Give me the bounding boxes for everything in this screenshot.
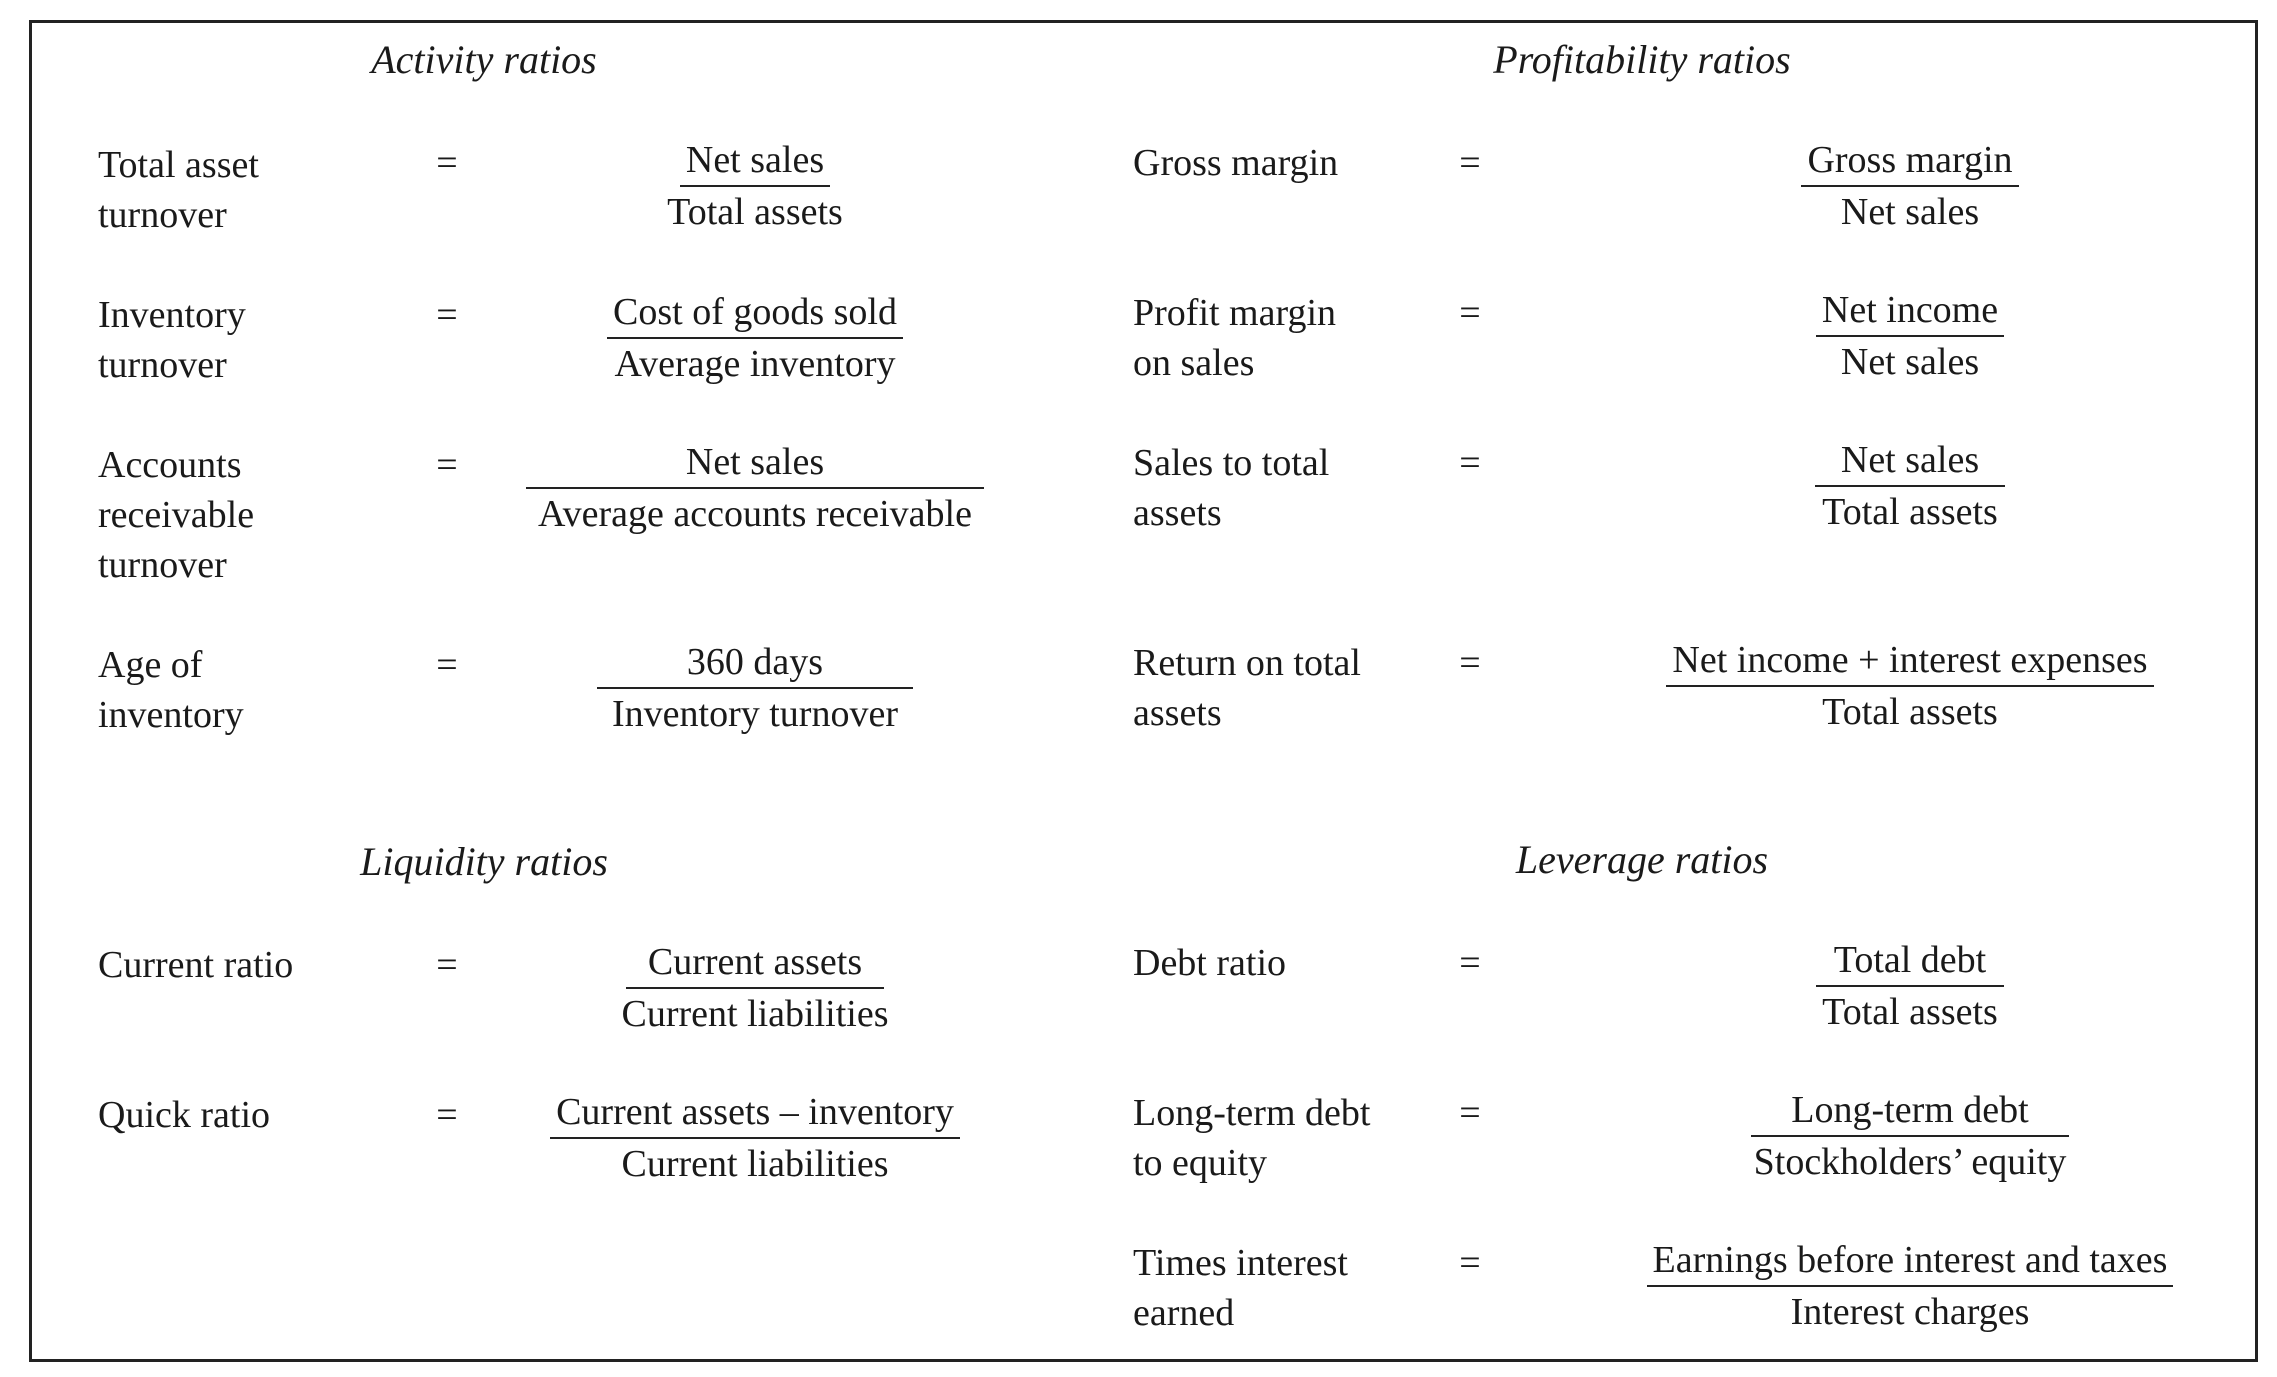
formula-denominator: Current liabilities (621, 1143, 889, 1185)
formula-profit-margin-on-sales: Net income Net sales (1610, 288, 2210, 384)
equals-sign: = (436, 1094, 458, 1136)
equals-sign: = (1459, 142, 1481, 184)
formula-denominator: Total assets (1822, 691, 1998, 733)
ratio-label-quick-ratio: Quick ratio (98, 1094, 271, 1136)
formula-denominator: Current liabilities (621, 993, 889, 1035)
formula-numerator: Earnings before interest and taxes (1646, 1238, 2174, 1287)
ratio-label-profit-margin-on-sales: Profit margin on sales (1133, 292, 1337, 384)
formula-numerator: Long-term debt (1751, 1088, 2069, 1137)
formula-gross-margin: Gross margin Net sales (1610, 138, 2210, 234)
ratio-label-debt-ratio: Debt ratio (1133, 942, 1287, 984)
equals-sign: = (436, 944, 458, 986)
formula-denominator: Average accounts receivable (538, 493, 972, 535)
formula-total-asset-turnover: Net sales Total assets (455, 138, 1055, 234)
formula-denominator: Inventory turnover (612, 693, 898, 735)
equals-sign: = (1459, 642, 1481, 684)
equals-sign: = (436, 142, 458, 184)
formula-denominator: Total assets (1822, 491, 1998, 533)
ratio-label-gross-margin: Gross margin (1133, 142, 1339, 184)
formula-numerator: 360 days (596, 640, 914, 689)
formula-numerator: Net sales (1814, 438, 2006, 487)
leverage-ratios-heading: Leverage ratios (1515, 837, 1769, 882)
equals-sign: = (436, 294, 458, 336)
ratio-label-long-term-debt-to-equity: Long-term debt to equity (1133, 1092, 1371, 1184)
ratio-label-sales-to-total-assets: Sales to total assets (1133, 442, 1330, 534)
formula-inventory-turnover: Cost of goods sold Average inventory (455, 290, 1055, 386)
formula-denominator: Total assets (667, 191, 843, 233)
formula-denominator: Stockholders’ equity (1753, 1141, 2067, 1183)
equals-sign: = (1459, 442, 1481, 484)
formula-numerator: Current assets – inventory (550, 1090, 960, 1139)
equals-sign: = (436, 444, 458, 486)
formula-numerator: Net income + interest expenses (1666, 638, 2154, 687)
equals-sign: = (1459, 1092, 1481, 1134)
formula-age-of-inventory: 360 days Inventory turnover (455, 640, 1055, 736)
formula-quick-ratio: Current assets – inventory Current liabi… (455, 1090, 1055, 1186)
formula-denominator: Net sales (1840, 341, 1980, 383)
formula-numerator: Net sales (679, 138, 831, 187)
formula-accounts-receivable-turnover: Net sales Average accounts receivable (455, 440, 1055, 536)
profitability-ratios-heading: Profitability ratios (1493, 37, 1791, 82)
ratio-label-times-interest-earned: Times interest earned (1133, 1242, 1348, 1334)
equals-sign: = (436, 644, 458, 686)
ratio-label-inventory-turnover: Inventory turnover (98, 294, 246, 386)
ratio-label-total-asset-turnover: Total asset turnover (98, 144, 259, 236)
ratio-label-accounts-receivable-turnover: Accounts receivable turnover (98, 444, 255, 586)
formula-denominator: Interest charges (1790, 1291, 2030, 1333)
equals-sign: = (1459, 1242, 1481, 1284)
formula-long-term-debt-to-equity: Long-term debt Stockholders’ equity (1610, 1088, 2210, 1184)
ratio-label-age-of-inventory: Age of inventory (98, 644, 244, 736)
formula-current-ratio: Current assets Current liabilities (455, 940, 1055, 1036)
equals-sign: = (1459, 942, 1481, 984)
formula-times-interest-earned: Earnings before interest and taxes Inter… (1610, 1238, 2210, 1334)
formula-numerator: Gross margin (1801, 138, 2019, 187)
formula-denominator: Net sales (1840, 191, 1980, 233)
formula-sales-to-total-assets: Net sales Total assets (1610, 438, 2210, 534)
formula-numerator: Net sales (525, 440, 985, 489)
formula-denominator: Average inventory (614, 343, 896, 385)
ratio-label-current-ratio: Current ratio (98, 944, 294, 986)
formula-numerator: Total debt (1815, 938, 2005, 987)
liquidity-ratios-heading: Liquidity ratios (360, 839, 608, 884)
equals-sign: = (1459, 292, 1481, 334)
formula-return-on-total-assets: Net income + interest expenses Total ass… (1610, 638, 2210, 734)
formula-numerator: Cost of goods sold (607, 290, 903, 339)
formula-debt-ratio: Total debt Total assets (1610, 938, 2210, 1034)
ratios-table-frame (29, 20, 2258, 1362)
activity-ratios-heading: Activity ratios (371, 37, 597, 82)
formula-numerator: Current assets (625, 940, 885, 989)
formula-numerator: Net income (1815, 288, 2005, 337)
formula-denominator: Total assets (1822, 991, 1998, 1033)
ratio-label-return-on-total-assets: Return on total assets (1133, 642, 1361, 734)
